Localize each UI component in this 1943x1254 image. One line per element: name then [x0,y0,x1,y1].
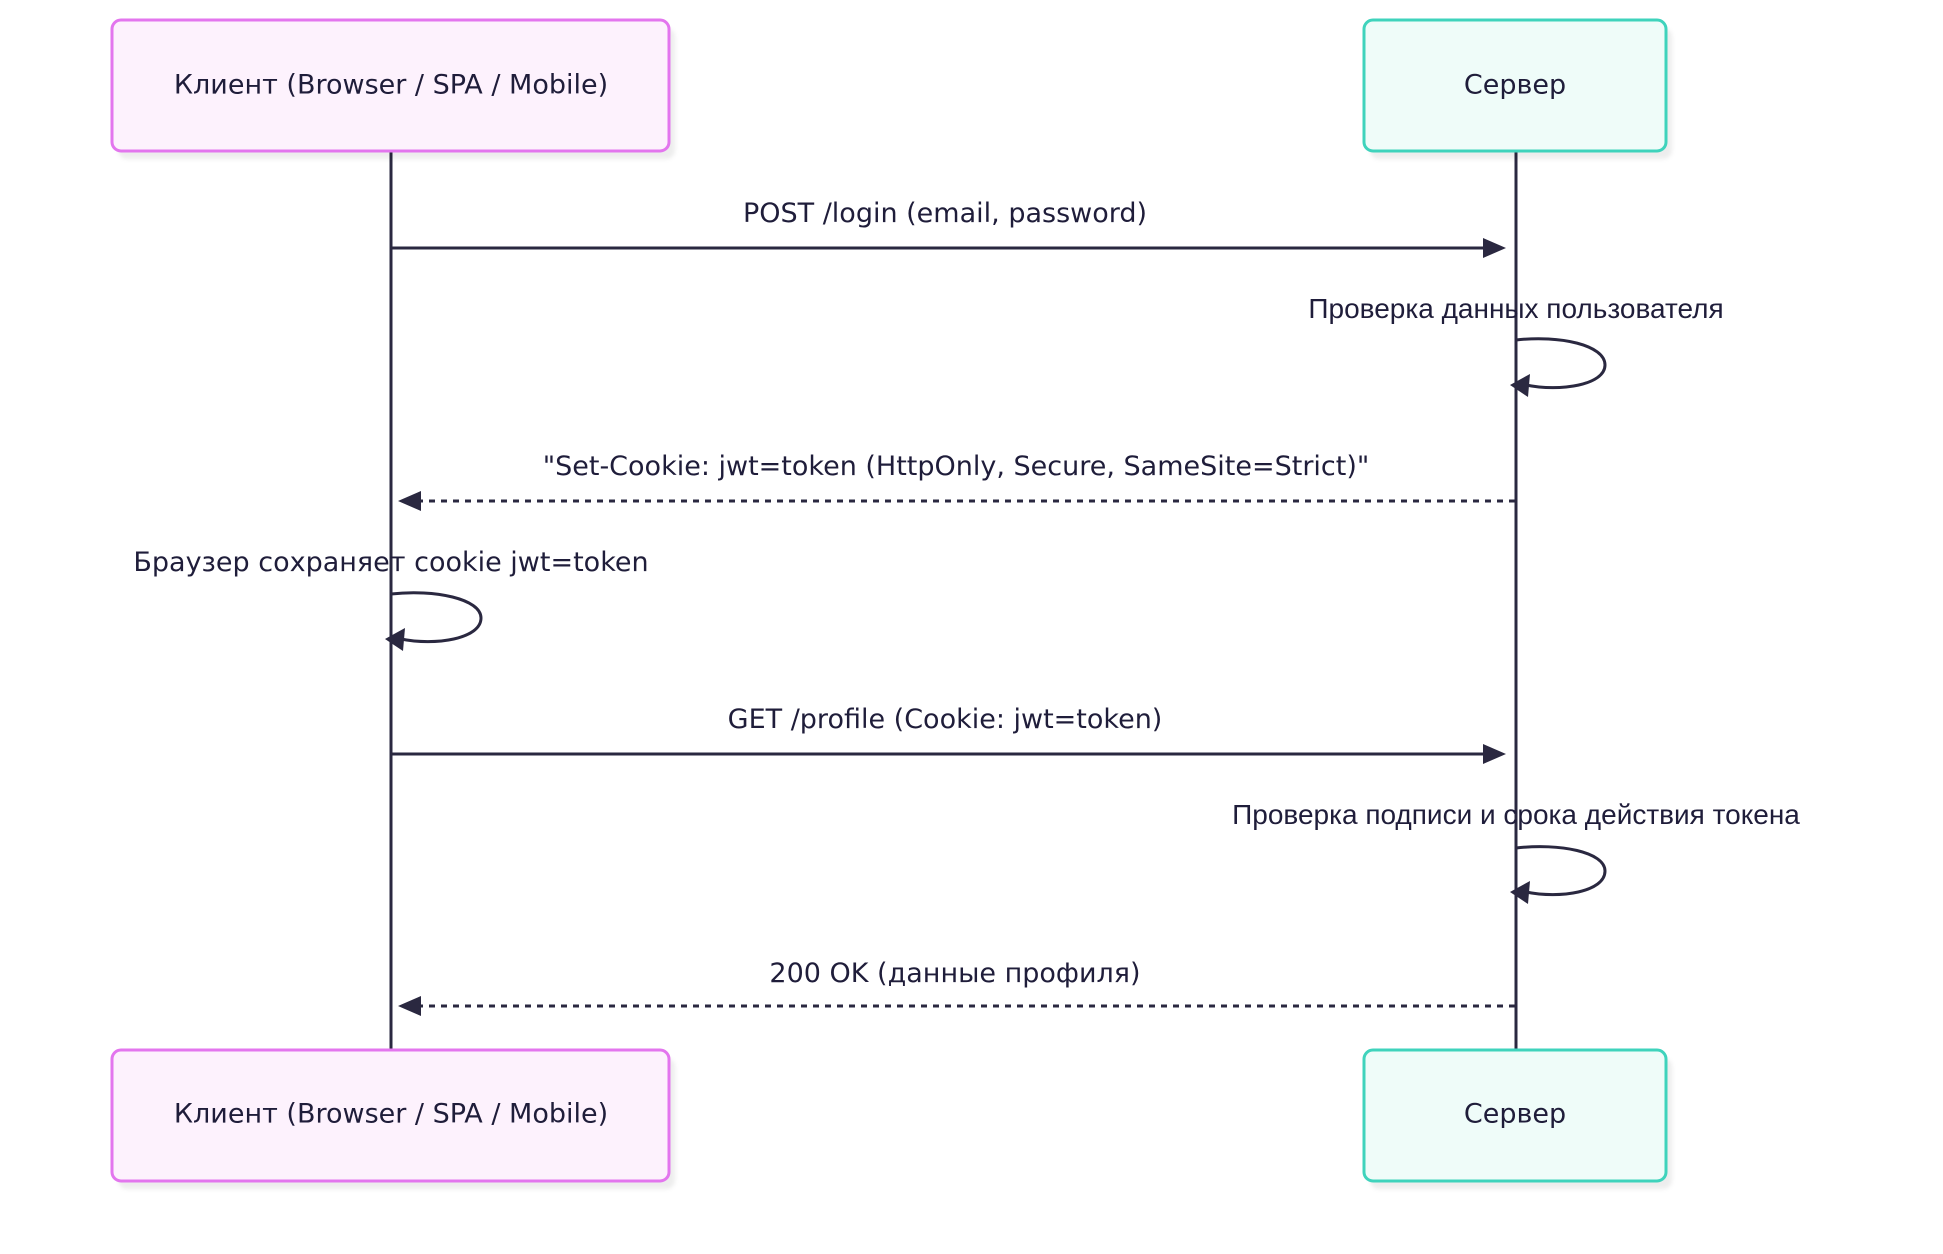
message-set-cookie-label: "Set-Cookie: jwt=token (HttpOnly, Secure… [543,451,1370,482]
message-login-request: POST /login (email, password) [392,198,1506,258]
participant-server-top-border [1362,18,1668,153]
message-profile-request-label: GET /profile (Cookie: jwt=token) [728,704,1163,735]
participant-client-bottom-label: Клиент (Browser / SPA / Mobile) [174,1099,608,1130]
message-store-cookie-label: Браузер сохраняет cookie jwt=token [133,547,648,578]
participant-client-bottom-border [110,1048,671,1183]
message-validate-token-arrowhead [1510,881,1530,904]
participant-client-bottom-box [112,1050,669,1181]
message-validate-token: Проверка подписи и срока действия токена [1232,799,1800,904]
participant-server-top-box [1364,20,1666,151]
message-set-cookie: "Set-Cookie: jwt=token (HttpOnly, Secure… [398,451,1515,511]
participant-client-top-border [110,18,671,153]
message-login-request-label: POST /login (email, password) [743,198,1147,229]
participant-server-top-label: Сервер [1464,70,1566,101]
message-validate-user-loop [1515,337,1607,390]
message-login-request-arrowhead [1483,238,1506,258]
message-profile-request: GET /profile (Cookie: jwt=token) [392,704,1506,764]
participant-server-bottom: Сервер [1362,1048,1668,1183]
participant-server-bottom-label: Сервер [1464,1099,1566,1130]
participant-client-bottom: Клиент (Browser / SPA / Mobile) [110,1048,671,1183]
message-set-cookie-arrowhead [398,491,421,511]
message-validate-user-arrowhead [1510,374,1530,397]
message-profile-response: 200 OK (данные профиля) [398,958,1515,1016]
message-store-cookie: Браузер сохраняет cookie jwt=token [133,547,649,651]
message-validate-user-label: Проверка данных пользователя [1308,293,1723,324]
message-profile-request-arrowhead [1483,744,1506,764]
participant-client-top: Клиент (Browser / SPA / Mobile) [110,18,671,153]
participant-client-top-box [112,20,669,151]
message-store-cookie-arrowhead [385,628,405,651]
participant-server-bottom-border [1362,1048,1668,1183]
message-validate-token-label: Проверка подписи и срока действия токена [1232,799,1800,830]
message-profile-response-label: 200 OK (данные профиля) [769,958,1140,989]
message-validate-token-loop [1515,845,1607,897]
message-profile-response-arrowhead [398,996,421,1016]
message-validate-user: Проверка данных пользователя [1308,293,1724,397]
participant-server-bottom-box [1364,1050,1666,1181]
message-store-cookie-loop [390,591,483,644]
participant-client-top-label: Клиент (Browser / SPA / Mobile) [174,70,608,101]
participant-server-top: Сервер [1362,18,1668,153]
